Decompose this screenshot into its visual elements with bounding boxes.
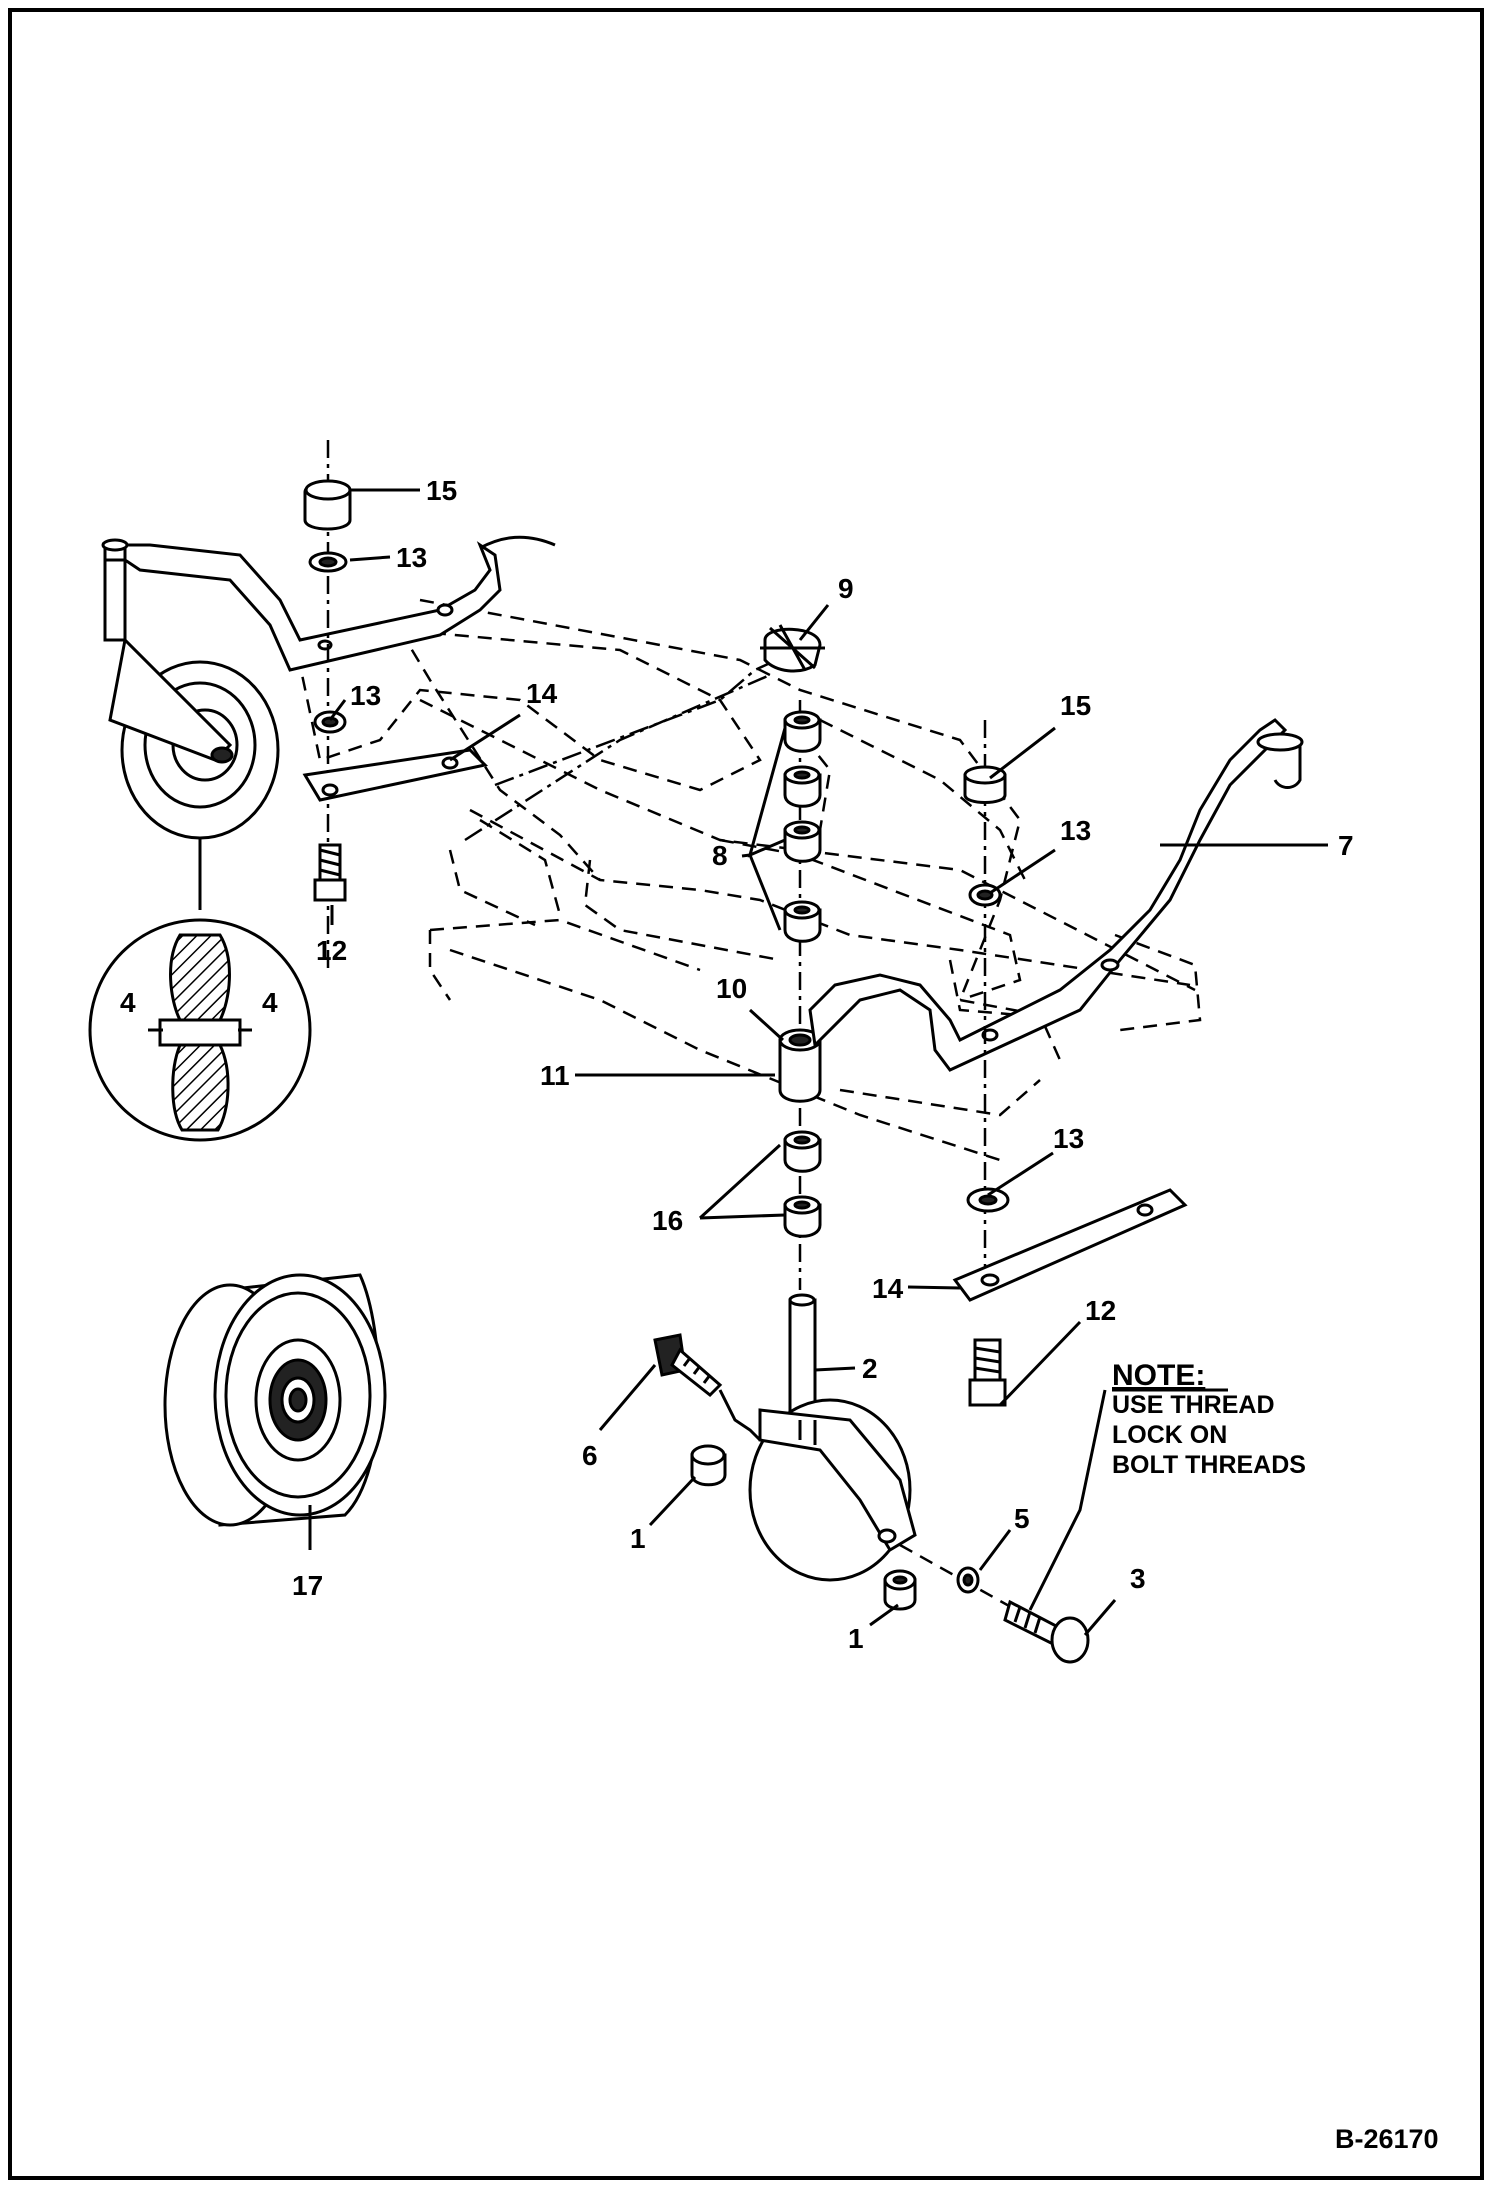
callout-15-upper-left: 15: [426, 475, 457, 506]
left-caster-wheel: [108, 636, 280, 840]
callout-13-right-upper: 13: [1060, 815, 1091, 846]
callout-13-left: 13: [350, 680, 381, 711]
callout-4-left: 4: [120, 987, 136, 1018]
callout-2: 2: [862, 1353, 878, 1384]
callout-5: 5: [1014, 1503, 1030, 1534]
left-caster-arm: [101, 535, 556, 672]
callout-14-right: 14: [872, 1273, 904, 1304]
left-arm-hardware: [302, 440, 489, 970]
callout-1-lower: 1: [848, 1623, 864, 1654]
callout-17: 17: [292, 1570, 323, 1601]
callout-14-left: 14: [526, 678, 558, 709]
leader-lines: [148, 488, 1328, 1636]
callout-13-upper-left: 13: [396, 542, 427, 573]
callout-4-right: 4: [262, 987, 278, 1018]
replacement-wheel: [163, 1273, 387, 1527]
washer-and-bolt: [899, 1543, 1090, 1664]
callout-16: 16: [652, 1205, 683, 1236]
callout-13-right-lower: 13: [1053, 1123, 1084, 1154]
axle-bolt: [653, 1333, 762, 1442]
drawing-frame: [8, 8, 1484, 2180]
callout-11: 11: [540, 1060, 570, 1091]
callout-9: 9: [838, 573, 854, 604]
callout-1-upper: 1: [630, 1523, 646, 1554]
callout-labels: 15 13 13 14 12 4 4 9 15 13 7 8 10 11 13 …: [120, 475, 1354, 1654]
callout-7: 7: [1338, 830, 1354, 861]
figure-id: B-26170: [1335, 2124, 1439, 2154]
front-caster-fork: [748, 1293, 917, 1582]
callout-10: 10: [716, 973, 747, 1004]
callout-8: 8: [712, 840, 728, 871]
callout-15-right: 15: [1060, 690, 1091, 721]
callout-3: 3: [1130, 1563, 1146, 1594]
bearing-lower: [883, 1569, 917, 1611]
note-line-2: LOCK ON: [1112, 1421, 1227, 1449]
thread-lock-note: NOTE: USE THREAD LOCK ON BOLT THREADS: [1112, 1359, 1306, 1479]
bearing-upper: [690, 1444, 727, 1487]
callout-6: 6: [582, 1440, 598, 1471]
note-line-3: BOLT THREADS: [1112, 1451, 1306, 1479]
wheel-section-detail: [88, 838, 312, 1142]
deck-outline: [298, 598, 1202, 1162]
right-caster-arm: [808, 718, 1304, 1072]
note-line-1: USE THREAD: [1112, 1391, 1275, 1419]
center-pivot-stack: [760, 624, 825, 1290]
callout-12-left: 12: [316, 935, 347, 966]
callout-12-right: 12: [1085, 1295, 1116, 1326]
note-title: NOTE:: [1112, 1359, 1205, 1392]
